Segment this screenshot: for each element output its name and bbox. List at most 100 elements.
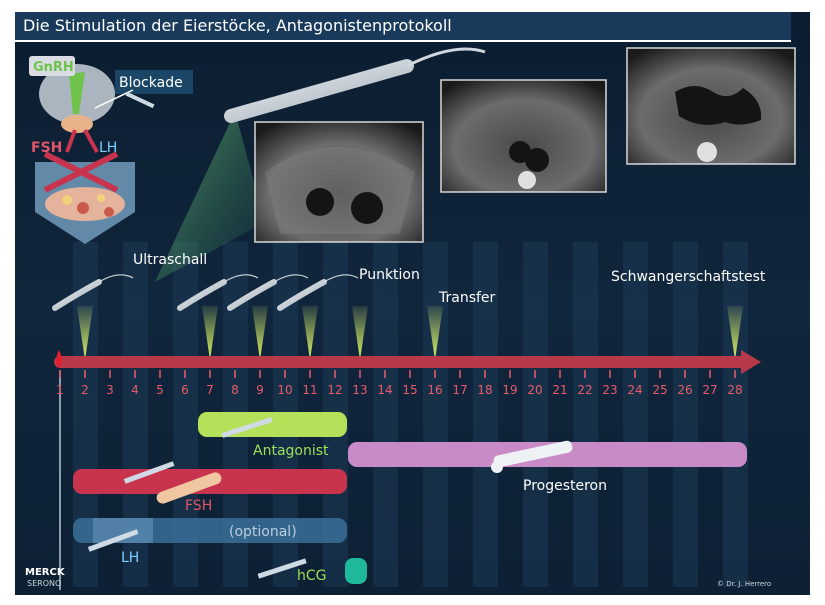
blockade-label: Blockade [119, 75, 183, 91]
progesteron-applicator-icon [493, 440, 573, 468]
day-column-stripe [623, 242, 648, 587]
logo-text-top: MERCK [25, 567, 66, 578]
blockade-badge [115, 70, 193, 94]
gnrh-badge [29, 56, 75, 76]
day-column-stripe [373, 242, 398, 587]
hormone-loop-diagram [29, 56, 193, 244]
fsh-syringe-icon [123, 461, 175, 484]
day-number: 1 [56, 383, 64, 397]
transfer-label: Transfer [438, 290, 496, 306]
small-transducer-icon [177, 279, 227, 311]
day-number: 9 [256, 383, 264, 397]
day-number: 7 [206, 383, 214, 397]
lh-top-label: LH [99, 140, 117, 156]
fsh-pen-icon [156, 472, 222, 504]
probe-tip-marker [518, 171, 536, 189]
day-number: 17 [452, 383, 467, 397]
day-number: 8 [231, 383, 239, 397]
antagonist-bar [198, 412, 347, 437]
hormone-path-icon [65, 129, 99, 153]
day-column-stripe [423, 242, 448, 587]
fsh-top-label: FSH [31, 140, 62, 156]
transducer-cable [273, 274, 309, 283]
day-column-stripe [473, 242, 498, 587]
day-number: 19 [502, 383, 517, 397]
day-number: 16 [427, 383, 442, 397]
timeline-ticks [59, 370, 736, 378]
day-number: 26 [677, 383, 692, 397]
ultrasound-beam [155, 112, 265, 282]
follicle-shadow [306, 188, 334, 216]
hcg-label: hCG [297, 568, 327, 584]
ultrasound-image-1 [254, 121, 424, 243]
pituitary-icon [61, 115, 93, 133]
small-transducer-icon [227, 279, 277, 311]
labels: GnRH Blockade FSH LH Ultraschall Punktio… [25, 60, 771, 588]
transducer-cable [323, 274, 359, 283]
event-marker [302, 306, 318, 360]
event-marker [352, 306, 368, 360]
follicle-shadow [351, 192, 383, 224]
event-marker [727, 306, 743, 360]
antagonist-syringe-icon [221, 417, 273, 438]
gnrh-arrow-icon [69, 72, 85, 114]
day-number: 20 [527, 383, 542, 397]
event-marker [202, 306, 218, 360]
small-transducer-icon [52, 279, 102, 311]
event-marker [252, 306, 268, 360]
syringe-icon [125, 91, 155, 109]
credit-text: © Dr. J. Herrero [717, 580, 771, 588]
ultrasound-section [155, 47, 796, 282]
day-number: 5 [156, 383, 164, 397]
lh-label: LH [121, 550, 139, 566]
punktion-label: Punktion [359, 267, 420, 283]
applicator-ring-icon [491, 461, 503, 473]
ultraschall-label: Ultraschall [133, 252, 207, 268]
block-cross-icon [43, 151, 119, 193]
day-column-stripe [723, 242, 748, 587]
transducer-probe-icon [224, 59, 414, 123]
day-number: 15 [402, 383, 417, 397]
probe-cable [406, 47, 486, 68]
day-number: 13 [352, 383, 367, 397]
hcg-syringe-icon [257, 558, 307, 579]
probe-tip-marker [697, 142, 717, 162]
day-number: 25 [652, 383, 667, 397]
progesteron-label: Progesteron [523, 478, 607, 494]
blockade-pointer [94, 89, 134, 109]
timeline-arrow-head [741, 350, 761, 374]
follicle-icon [77, 202, 89, 214]
event-marker [427, 306, 443, 360]
gnrh-label: GnRH [33, 60, 74, 75]
ultrasound-image-1-sector [265, 147, 415, 234]
antagonist-label: Antagonist [253, 443, 329, 459]
small-transducers [52, 274, 359, 311]
follicle-icon [62, 195, 72, 205]
day-number: 14 [377, 383, 392, 397]
title-bar: Die Stimulation der Eierstöcke, Antagoni… [15, 12, 791, 42]
event-marker [77, 306, 93, 360]
hcg-marker [345, 558, 367, 584]
day-column-stripe [673, 242, 698, 587]
day-number: 4 [131, 383, 139, 397]
day-number: 12 [327, 383, 342, 397]
schwangerschaftstest-label: Schwangerschaftstest [611, 269, 766, 285]
day-number: 2 [81, 383, 89, 397]
day-number: 6 [181, 383, 189, 397]
multiple-follicles-shadow [675, 86, 762, 125]
day-number: 11 [302, 383, 317, 397]
page-title: Die Stimulation der Eierstöcke, Antagoni… [23, 16, 452, 35]
day-number: 3 [106, 383, 114, 397]
medication-bars [73, 412, 747, 584]
follicle-shadow [525, 148, 549, 172]
day-number: 27 [702, 383, 717, 397]
optional-label: (optional) [229, 524, 297, 540]
day-number: 18 [477, 383, 492, 397]
follicle-icon [97, 194, 105, 202]
day-number: 21 [552, 383, 567, 397]
fsh-label: FSH [185, 498, 212, 514]
event-markers [77, 306, 743, 360]
